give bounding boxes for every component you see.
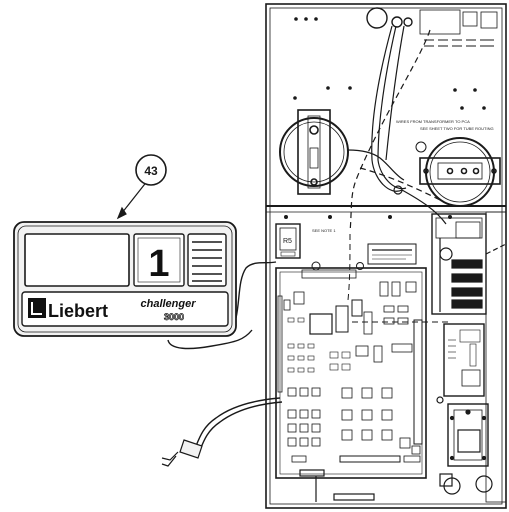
left-tube-fitting [279,109,349,195]
main-control-board [275,261,427,479]
wires-note: WIRES FROM TRANSFORMER TO PCA [396,119,470,124]
display-panel: 1 Liebert challenger 3000 [13,221,237,337]
logo-strip [21,291,229,327]
display-panel-cable [167,261,283,451]
model-name: challenger [140,298,196,310]
top-ports [366,7,498,35]
speaker-grille [187,233,227,287]
right-tube-fitting [419,137,501,207]
grommet [415,141,427,153]
board-note-box [367,243,417,265]
callout-bubble: 43 [135,154,167,186]
callout-leader [116,179,149,220]
unit-cabinet [265,3,507,509]
relay-label: R5 [283,238,292,245]
terminal-strip [424,39,494,47]
brand-name: Liebert [48,301,108,321]
tube-note: SEE SHEET TWO FOR TUBE ROUTING [420,126,494,131]
lower-parts [299,469,493,502]
humidifier-board [447,403,489,467]
model-number: 3000 [164,312,184,322]
liebert-logo-icon [28,298,46,318]
lcd-window [24,233,130,287]
callout-number: 43 [144,164,158,178]
monitor-module [436,323,485,404]
dashed-tube-route [349,29,441,233]
upper-wiring [347,25,447,225]
board-dashed-route [347,233,448,323]
digit-window [133,233,185,287]
relay-r5: R5 [275,223,301,259]
contactor-bank [431,213,507,315]
digit-readout: 1 [148,243,169,285]
cable-plug-connector [161,439,203,467]
see-note: SEE NOTE 1 [312,228,336,233]
